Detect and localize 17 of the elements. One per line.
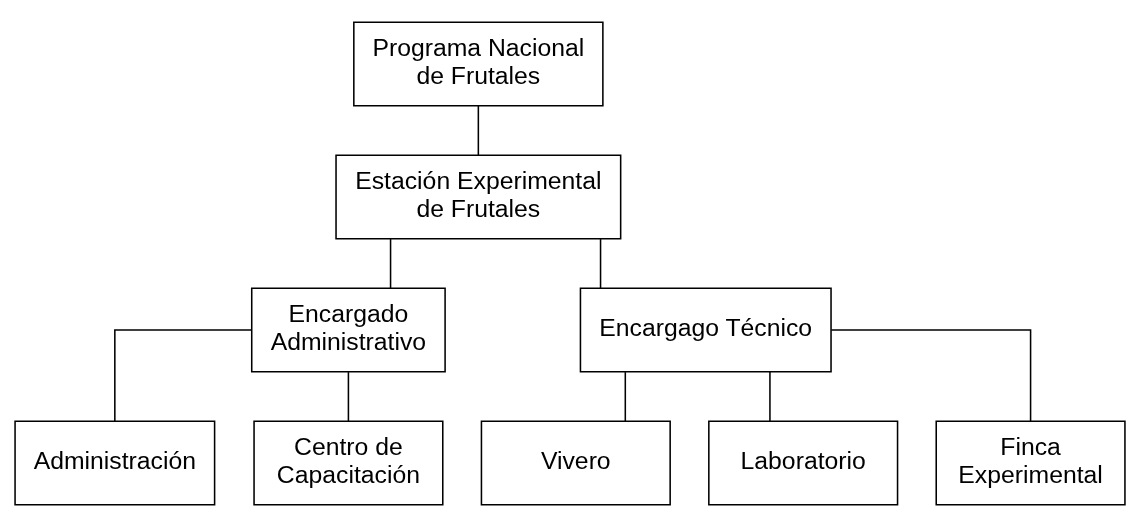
node-box: Centro de Capacitación bbox=[253, 420, 444, 506]
node-box: Finca Experimental bbox=[935, 420, 1126, 506]
node-box: Administración bbox=[14, 420, 216, 506]
connector bbox=[830, 329, 1032, 422]
node-box: Laboratorio bbox=[708, 420, 899, 506]
node-box: Encargado Administrativo bbox=[250, 287, 446, 373]
node-box: Programa Nacional de Frutales bbox=[353, 21, 604, 107]
connector bbox=[347, 371, 350, 422]
connector bbox=[599, 238, 602, 289]
connector bbox=[389, 238, 392, 289]
connector bbox=[114, 329, 253, 422]
node-box: Encargago Técnico bbox=[579, 287, 832, 373]
node-box: Estación Experimental de Frutales bbox=[335, 154, 622, 240]
connector bbox=[477, 105, 480, 156]
node-box: Vivero bbox=[480, 420, 671, 506]
connector bbox=[624, 371, 627, 422]
connector bbox=[769, 371, 771, 422]
